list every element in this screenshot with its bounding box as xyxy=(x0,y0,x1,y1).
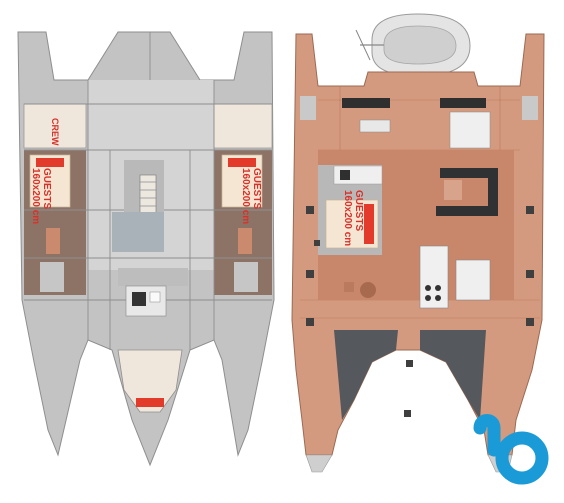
bow-cabin xyxy=(117,349,183,413)
crew-cabin xyxy=(23,103,87,149)
right-guests-label: GUESTS xyxy=(251,168,262,209)
right-hull-storage xyxy=(234,262,258,292)
bow-cabin-pillows xyxy=(136,398,164,407)
center-stairs xyxy=(112,160,188,286)
deck-hatches xyxy=(306,206,534,417)
head-center xyxy=(125,285,167,317)
main-deck-plan: GUESTS 160x200 cm xyxy=(291,13,545,473)
left-hull-desk xyxy=(46,228,60,254)
lower-deck-plan: CREW GUESTS 160x200 cm GUESTS 160x200 cm xyxy=(17,31,275,467)
left-bow-tip xyxy=(305,454,333,473)
right-guest-bed xyxy=(221,154,263,208)
master-bed-pillows xyxy=(364,204,374,244)
right-helm xyxy=(522,96,538,120)
table-icon xyxy=(344,282,376,298)
right-hull-desk xyxy=(238,228,252,254)
stove-icon xyxy=(419,245,491,309)
master-guests-label: GUESTS xyxy=(353,190,364,231)
left-guest-bed xyxy=(29,154,71,208)
left-trampoline xyxy=(334,330,398,420)
aft-cockpit xyxy=(342,98,491,149)
master-cabin xyxy=(318,165,383,255)
left-hull-storage xyxy=(40,262,64,292)
crew-label: CREW xyxy=(50,118,60,146)
right-berth-label: 160x200 cm xyxy=(240,168,251,224)
left-berth-label: 160x200 cm xyxy=(30,168,41,224)
right-trampoline xyxy=(420,330,486,420)
front-right-cabin xyxy=(213,103,273,149)
left-helm xyxy=(300,96,316,120)
dinghy-icon xyxy=(355,13,471,77)
left-guests-label: GUESTS xyxy=(41,168,52,209)
master-berth-label: 160x200 cm xyxy=(342,190,353,246)
logo-icon xyxy=(473,414,549,485)
sofa-icon xyxy=(436,168,498,216)
